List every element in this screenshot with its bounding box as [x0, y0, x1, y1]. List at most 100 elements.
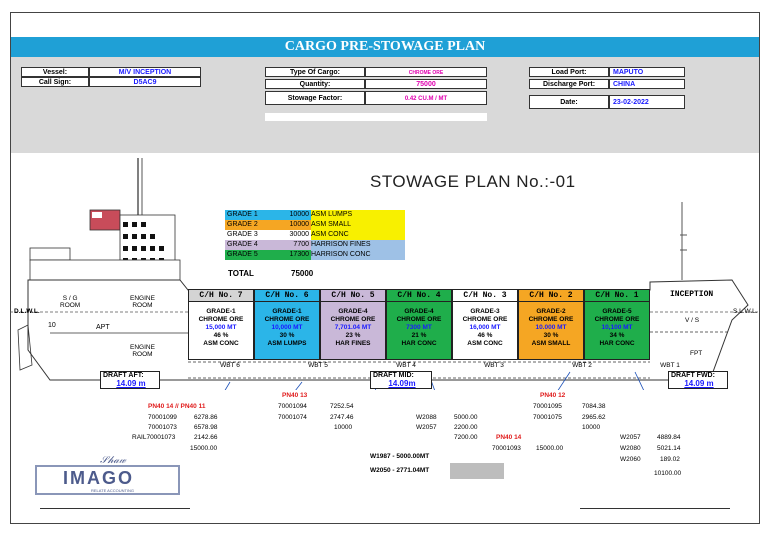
fpt-label: FPT [690, 350, 703, 357]
grade-qty: 30000 [269, 230, 311, 240]
draft-mid-label: DRAFT MID: [373, 372, 414, 379]
note-h6-r2a: 70001074 [278, 414, 307, 421]
hold-percent: 30 % [543, 332, 559, 339]
draft-fwd-label: DRAFT FWD: [671, 372, 715, 379]
slwl-label: S.L.W.L. [733, 308, 758, 315]
hold-cargo: CHROME ORE [198, 316, 244, 323]
note-h7-r1a: 70001099 [148, 414, 177, 421]
wbt-label: WBT 1 [660, 362, 680, 369]
signature-line-left [40, 508, 190, 509]
callsign-label: Call Sign: [21, 77, 89, 87]
quantity-value: 75000 [365, 79, 487, 89]
total-label: TOTAL [228, 269, 254, 278]
hold-description: HAR CONC [401, 340, 437, 347]
callsign-value: D5AC9 [89, 77, 201, 87]
note-h7-total: 15000.00 [190, 445, 218, 452]
date-value: 23-02-2022 [609, 95, 685, 109]
draft-aft-label: DRAFT AFT: [103, 372, 144, 379]
note-h6-head: PN40 13 [282, 392, 308, 399]
hold-cargo: CHROME ORE [330, 316, 376, 323]
draft-mid: DRAFT MID: 14.09m [370, 371, 432, 389]
note-h1-r3a: W2060 [620, 456, 641, 463]
hold-header: C/H No. 6 [254, 289, 320, 302]
grade-name: GRADE 2 [225, 220, 269, 230]
cargo-type-label: Type Of Cargo: [265, 67, 365, 77]
note-h4-r2b: 2200.00 [454, 424, 478, 431]
hold-percent: 46 % [213, 332, 229, 339]
info-band: Vessel: M/V INCEPTION Call Sign: D5AC9 T… [11, 57, 759, 153]
hold-quantity: 10,000 MT [271, 324, 303, 331]
grade-desc: ASM LUMPS [311, 210, 405, 220]
company-stamp: IMAGO RELATE ACCOUNTING [35, 465, 180, 495]
note-h2-total: 10000 [582, 424, 601, 431]
note-h6-r1a: 70001094 [278, 403, 307, 410]
hold-quantity: 10,100 MT [601, 324, 633, 331]
blank-row [265, 113, 487, 121]
hold-grade: GRADE-1 [272, 308, 302, 315]
hold-header: C/H No. 7 [188, 289, 254, 302]
grade-desc: ASM SMALL [311, 220, 405, 230]
hold-quantity: 7,701.04 MT [334, 324, 372, 331]
grade-name: GRADE 1 [225, 210, 269, 220]
hold-quantity: 15,000 MT [205, 324, 237, 331]
vessel-label: Vessel: [21, 67, 89, 77]
hold-header: C/H No. 1 [584, 289, 650, 302]
note-h4-r1a: W2088 [416, 414, 437, 421]
wbt-label: WBT 3 [484, 362, 504, 369]
hold-description: ASM LUMPS [267, 340, 307, 347]
hold-percent: 21 % [411, 332, 427, 339]
note-h2-r1b: 7084.38 [582, 403, 606, 410]
note-h2-r2a: 70001075 [533, 414, 562, 421]
hold-percent: 23 % [345, 332, 361, 339]
signature: 𝒮𝒽𝒶𝓌 [100, 455, 126, 466]
hold-grade: GRADE-2 [536, 308, 566, 315]
note-h2-r2b: 2965.62 [582, 414, 606, 421]
date-label: Date: [529, 95, 609, 109]
hold-quantity: 10.000 MT [535, 324, 567, 331]
wbt-label: WBT 5 [308, 362, 328, 369]
w2050-note: W2050 - 2771.04MT [370, 467, 430, 474]
cargo-type-value: CHROME ORE [365, 67, 487, 77]
note-h6-total: 10000 [334, 424, 353, 431]
engine-room-label: ENGINE ROOM [130, 295, 155, 309]
grade-desc: ASM CONC [311, 230, 405, 240]
grade-name: GRADE 3 [225, 230, 269, 240]
note-h7-r2b: 6578.98 [194, 424, 218, 431]
grade-desc: HARRISON CONC [311, 250, 405, 260]
hold-quantity: 16,000 MT [469, 324, 501, 331]
hold-grade: GRADE-4 [404, 308, 434, 315]
stamp-subtext: RELATE ACCOUNTING [91, 488, 135, 493]
hold-grade: GRADE-1 [206, 308, 236, 315]
hold-header: C/H No. 5 [320, 289, 386, 302]
hold-cargo: CHROME ORE [594, 316, 640, 323]
hold-description: ASM CONC [467, 340, 503, 347]
grade-qty: 10000 [269, 210, 311, 220]
hold-description: HAR FINES [335, 340, 371, 347]
hold-description: HAR CONC [599, 340, 635, 347]
note-h2-head: PN40 12 [540, 392, 566, 399]
note-h1-r2b: 5021.14 [657, 445, 681, 452]
grade-qty: 17300 [269, 250, 311, 260]
draft-mark: 10 [48, 322, 56, 329]
hold-header: C/H No. 3 [452, 289, 518, 302]
draft-fwd-value: 14.09 m [684, 379, 714, 388]
note-h7-r3b: 2142.66 [194, 434, 218, 441]
stowage-sheet: CARGO PRE-STOWAGE PLAN Vessel: M/V INCEP… [10, 12, 760, 524]
discharge-port-label: Discharge Port: [529, 79, 609, 89]
stowage-factor-value: 0.42 CU.M / MT [365, 91, 487, 105]
signature-line-right [580, 508, 730, 509]
hold-cargo: CHROME ORE [264, 316, 310, 323]
